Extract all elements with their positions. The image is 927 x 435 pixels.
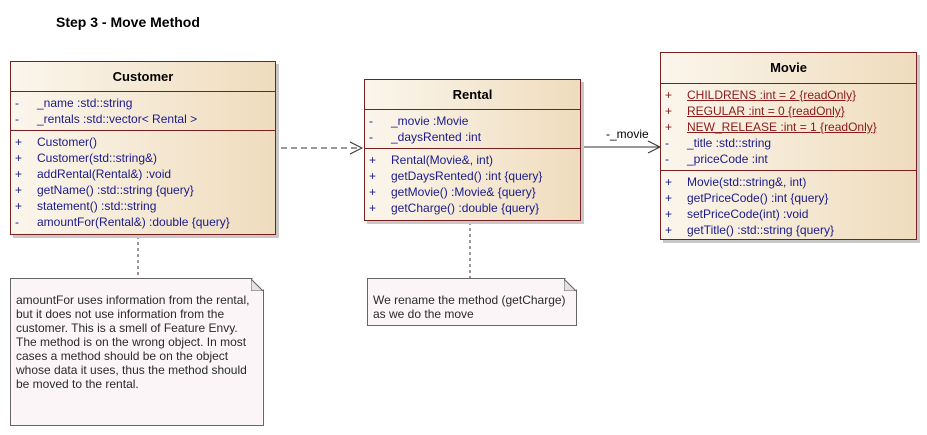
operation-row[interactable]: - amountFor(Rental&) :double {query} xyxy=(11,214,275,230)
member-signature: _name :std::string xyxy=(37,96,133,110)
attribute-row[interactable]: - _rentals :std::vector< Rental > xyxy=(11,111,275,127)
member-signature: _daysRented :int xyxy=(391,130,482,144)
visibility-marker: + xyxy=(15,167,23,181)
attribute-row[interactable]: + REGULAR :int = 0 {readOnly} xyxy=(661,103,916,119)
class-name: Rental xyxy=(365,80,580,110)
note-text: amountFor uses information from the rent… xyxy=(16,293,250,391)
dependency-arrowhead xyxy=(349,141,364,155)
visibility-marker: - xyxy=(665,136,669,150)
operations-compartment: + Rental(Movie&, int) + getDaysRented() :in… xyxy=(365,149,580,219)
visibility-marker: + xyxy=(15,135,23,149)
operation-row[interactable]: + getDaysRented() :int {query} xyxy=(365,168,580,184)
visibility-marker: - xyxy=(665,152,669,166)
visibility-marker: + xyxy=(369,153,377,167)
visibility-marker: - xyxy=(15,215,19,229)
visibility-marker: + xyxy=(369,185,377,199)
member-signature: getName() :std::string {query} xyxy=(37,183,194,197)
member-signature: _priceCode :int xyxy=(687,152,768,166)
operation-row[interactable]: + Rental(Movie&, int) xyxy=(365,152,580,168)
class-rental[interactable]: Rental - _movie :Movie - _daysRented :int +… xyxy=(364,79,581,221)
operation-row[interactable]: + getMovie() :Movie& {query} xyxy=(365,184,580,200)
operation-row[interactable]: + getName() :std::string {query} xyxy=(11,182,275,198)
class-customer[interactable]: Customer -_name :std::string-_rentals :s… xyxy=(10,61,276,235)
member-signature: Customer() xyxy=(37,135,98,149)
operation-row[interactable]: + getPriceCode() :int {query} xyxy=(661,190,916,206)
operation-row[interactable]: + Customer(std::string&) xyxy=(11,150,275,166)
visibility-marker: + xyxy=(665,120,673,134)
operation-row[interactable]: + statement() :std::string xyxy=(11,198,275,214)
member-signature: _title :std::string xyxy=(687,136,772,150)
attributes-compartment: + CHILDRENS :int = 2 {readOnly} + REGULAR :… xyxy=(661,84,916,171)
visibility-marker: + xyxy=(15,183,23,197)
operation-row[interactable]: + Movie(std::string&, int) xyxy=(661,174,916,190)
visibility-marker: - xyxy=(369,114,373,128)
attribute-row[interactable]: + CHILDRENS :int = 2 {readOnly} xyxy=(661,87,916,103)
note-customer: amountFor uses information from the rent… xyxy=(10,278,264,426)
visibility-marker: - xyxy=(369,130,373,144)
note-fold-icon xyxy=(564,279,576,291)
class-movie[interactable]: Movie + CHILDRENS :int = 2 {readOnly} + REG… xyxy=(660,52,917,240)
note-fold-icon xyxy=(251,279,263,291)
member-signature: getTitle() :std::string {query} xyxy=(687,223,834,237)
member-signature: getPriceCode() :int {query} xyxy=(687,191,829,205)
member-signature: _rentals :std::vector< Rental > xyxy=(37,112,198,126)
visibility-marker: + xyxy=(665,88,673,102)
note-rental: We rename the method (getCharge) as we d… xyxy=(367,278,577,326)
operation-row[interactable]: + getTitle() :std::string {query} xyxy=(661,222,916,238)
attribute-row[interactable]: + NEW_RELEASE :int = 1 {readOnly} xyxy=(661,119,916,135)
visibility-marker: + xyxy=(665,175,673,189)
member-signature: addRental(Rental&) :void xyxy=(37,167,172,181)
member-signature: amountFor(Rental&) :double {query} xyxy=(37,215,230,229)
member-signature: setPriceCode(int) :void xyxy=(687,207,809,221)
member-signature: CHILDRENS :int = 2 {readOnly} xyxy=(687,88,857,102)
attribute-row[interactable]: - _name :std::string xyxy=(11,95,275,111)
member-signature: NEW_RELEASE :int = 1 {readOnly} xyxy=(687,120,877,134)
member-signature: Customer(std::string&) xyxy=(37,151,158,165)
class-name: Customer xyxy=(11,62,275,92)
attributes-compartment: -_name :std::string-_rentals :std::vecto… xyxy=(11,92,275,131)
operation-row[interactable]: + getCharge() :double {query} xyxy=(365,200,580,216)
note-text: We rename the method (getCharge) as we d… xyxy=(373,293,566,321)
association-label: -_movie xyxy=(606,127,649,141)
member-signature: getCharge() :double {query} xyxy=(391,201,540,215)
visibility-marker: + xyxy=(665,104,673,118)
operations-compartment: +Movie(std::string&, int)+getPriceCode()… xyxy=(661,171,916,241)
visibility-marker: + xyxy=(15,199,23,213)
member-signature: getDaysRented() :int {query} xyxy=(391,169,543,183)
attribute-row[interactable]: - _priceCode :int xyxy=(661,151,916,167)
class-name: Movie xyxy=(661,53,916,84)
member-signature: getMovie() :Movie& {query} xyxy=(391,185,536,199)
member-signature: Rental(Movie&, int) xyxy=(391,153,494,167)
member-signature: statement() :std::string xyxy=(37,199,157,213)
visibility-marker: + xyxy=(665,191,673,205)
operation-row[interactable]: + setPriceCode(int) :void xyxy=(661,206,916,222)
member-signature: _movie :Movie xyxy=(391,114,469,128)
visibility-marker: + xyxy=(369,169,377,183)
visibility-marker: - xyxy=(15,96,19,110)
attribute-row[interactable]: - _movie :Movie xyxy=(365,113,580,129)
visibility-marker: + xyxy=(15,151,23,165)
member-signature: REGULAR :int = 0 {readOnly} xyxy=(687,104,845,118)
operations-compartment: +Customer()+Customer(std::string&)+addRe… xyxy=(11,131,275,233)
attribute-row[interactable]: - _title :std::string xyxy=(661,135,916,151)
member-signature: Movie(std::string&, int) xyxy=(687,175,807,189)
visibility-marker: + xyxy=(369,201,377,215)
visibility-marker: + xyxy=(665,207,673,221)
operation-row[interactable]: + Customer() xyxy=(11,134,275,150)
diagram-title: Step 3 - Move Method xyxy=(56,14,200,30)
attribute-row[interactable]: - _daysRented :int xyxy=(365,129,580,145)
visibility-marker: + xyxy=(665,223,673,237)
visibility-marker: - xyxy=(15,112,19,126)
operation-row[interactable]: + addRental(Rental&) :void xyxy=(11,166,275,182)
attributes-compartment: - _movie :Movie - _daysRented :int xyxy=(365,110,580,149)
